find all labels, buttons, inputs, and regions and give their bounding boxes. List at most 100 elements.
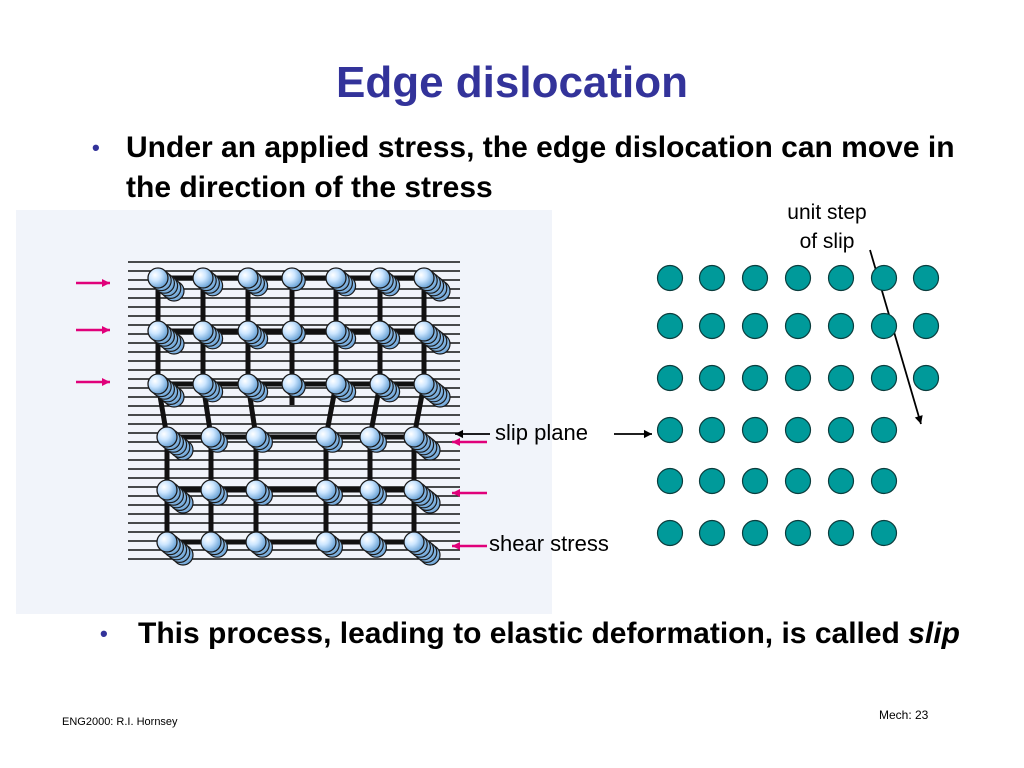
stress-arrow [76, 326, 110, 334]
atom [245, 531, 267, 553]
atom [369, 267, 391, 289]
atom [192, 373, 214, 395]
atom [369, 320, 391, 342]
unit-step-line1: unit step [787, 201, 867, 224]
atom [245, 426, 267, 448]
lattice-atom [698, 264, 726, 292]
atom [359, 531, 381, 553]
atom [359, 479, 381, 501]
bullet-1-text: Under an applied stress, the edge disloc… [126, 131, 955, 204]
lattice-atom [827, 364, 855, 392]
atom [147, 320, 169, 342]
atom [192, 320, 214, 342]
atom [325, 320, 347, 342]
bullet-2: • This process, leading to elastic defor… [100, 614, 960, 654]
atom [156, 531, 178, 553]
atom [237, 267, 259, 289]
lattice-atom [698, 364, 726, 392]
lattice-atom [827, 519, 855, 547]
stress-arrow [452, 438, 487, 446]
bullet-2-text: This process, leading to elastic deforma… [138, 614, 960, 654]
stress-arrow [452, 542, 487, 550]
lattice-atom [870, 416, 898, 444]
lattice-atom [698, 467, 726, 495]
lattice-atom [870, 467, 898, 495]
atom [315, 479, 337, 501]
lattice-atom [827, 312, 855, 340]
lattice-atom [870, 312, 898, 340]
atom [281, 373, 303, 395]
atom [413, 320, 435, 342]
lattice-atom [741, 264, 769, 292]
lattice-atom [912, 364, 940, 392]
bullet-dot: • [92, 135, 100, 160]
lattice-atom [698, 519, 726, 547]
lattice-atom [912, 264, 940, 292]
lattice-atom [656, 467, 684, 495]
atom [413, 373, 435, 395]
lattice-atom [741, 467, 769, 495]
atom [315, 426, 337, 448]
lattice-atom [656, 519, 684, 547]
atom [359, 426, 381, 448]
footer-page: Mech: 23 [879, 708, 929, 722]
bullet-2-main: This process, leading to elastic deforma… [138, 617, 909, 650]
atom [200, 479, 222, 501]
lattice-atom [784, 264, 812, 292]
atom [325, 373, 347, 395]
atom [147, 267, 169, 289]
atom [156, 479, 178, 501]
atom [156, 426, 178, 448]
stress-arrow [76, 378, 110, 386]
footer-course: ENG2000: R.I. Hornsey [62, 716, 178, 728]
lattice-atom [784, 467, 812, 495]
3d-lattice-diagram [128, 261, 460, 566]
lattice-atom [784, 312, 812, 340]
shear-stress-label: shear stress [489, 531, 609, 556]
lattice-atom [870, 364, 898, 392]
atom [281, 267, 303, 289]
atom [237, 320, 259, 342]
lattice-atom [870, 264, 898, 292]
lattice-atom [656, 416, 684, 444]
lattice-atom [827, 416, 855, 444]
lattice-atom [698, 312, 726, 340]
stress-arrow [76, 279, 110, 287]
lattice-atom [827, 264, 855, 292]
shear-stress-arrows [76, 279, 487, 550]
lattice-atom [656, 364, 684, 392]
atom [403, 479, 425, 501]
stress-arrow [452, 489, 487, 497]
lattice-atom [784, 416, 812, 444]
atom [315, 531, 337, 553]
atom [369, 373, 391, 395]
atom [200, 426, 222, 448]
lattice-atom [741, 519, 769, 547]
atom [192, 267, 214, 289]
atom [200, 531, 222, 553]
lattice-atom [912, 312, 940, 340]
atom [325, 267, 347, 289]
bullet-2-emphasis: slip [908, 617, 960, 650]
unit-step-line2: of slip [799, 230, 855, 253]
atom [237, 373, 259, 395]
atom [403, 426, 425, 448]
lattice-atom [698, 416, 726, 444]
lattice-atom [656, 312, 684, 340]
atom [245, 479, 267, 501]
atom [403, 531, 425, 553]
label-arrow [614, 429, 652, 439]
unit-step-label: unit step of slip [756, 198, 898, 256]
2d-atom-lattice [656, 264, 940, 547]
atom [147, 373, 169, 395]
lattice-atom [741, 416, 769, 444]
lattice-atom [741, 364, 769, 392]
slide-title: Edge dislocation [335, 58, 689, 107]
bullet-1: • Under an applied stress, the edge disl… [92, 128, 972, 208]
bullet-dot: • [100, 621, 108, 646]
lattice-atom [784, 519, 812, 547]
atom [281, 320, 303, 342]
atom [413, 267, 435, 289]
slip-plane-label: slip plane [495, 420, 588, 445]
